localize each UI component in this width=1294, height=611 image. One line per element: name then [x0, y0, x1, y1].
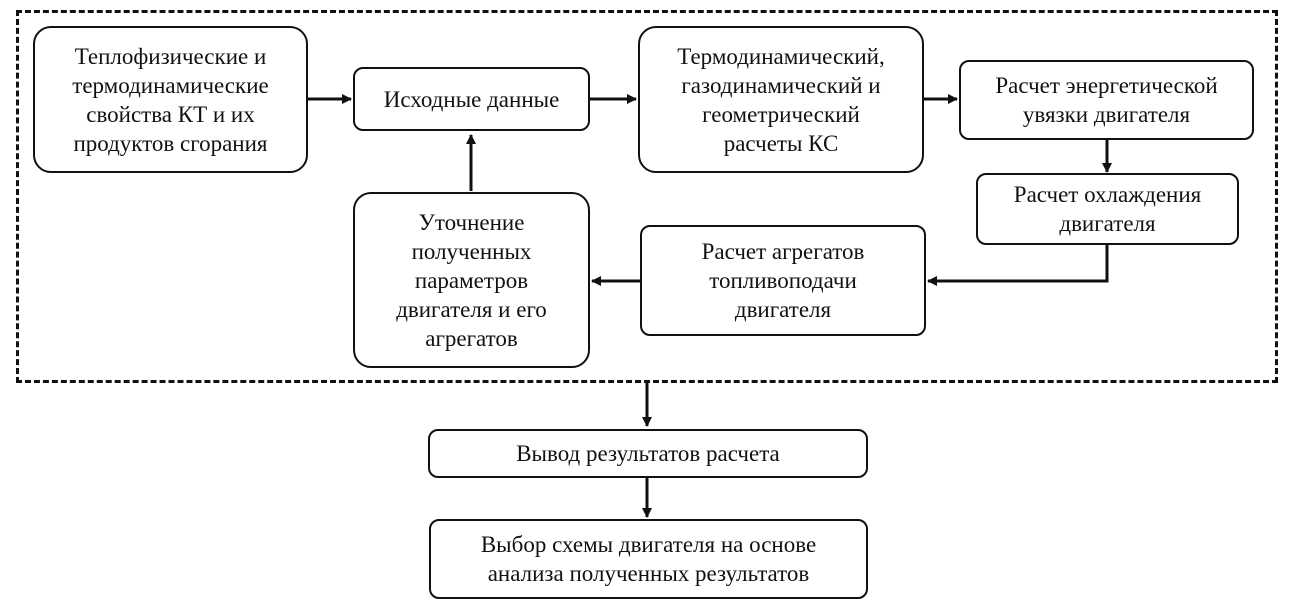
- arrow-cooling-to-fuel: [927, 245, 1109, 286]
- node-refinement: Уточнение полученных параметров двигател…: [353, 192, 590, 368]
- node-fuel-feed: Расчет агрегатов топливоподачи двигателя: [640, 225, 926, 336]
- node-scheme-choice: Выбор схемы двигателя на основе анализа …: [429, 519, 868, 599]
- node-energy-balance: Расчет энергетической увязки двигателя: [959, 60, 1254, 140]
- node-thermo-properties: Теплофизические и термодинамические свой…: [33, 26, 308, 173]
- node-cooling: Расчет охлаждения двигателя: [976, 173, 1239, 245]
- node-input-data: Исходные данные: [353, 67, 590, 131]
- node-chamber-calcs: Термодинамический, газодинамический и ге…: [638, 26, 924, 173]
- node-output: Вывод результатов расчета: [428, 429, 868, 478]
- calculation-loop-frame: [16, 10, 1278, 383]
